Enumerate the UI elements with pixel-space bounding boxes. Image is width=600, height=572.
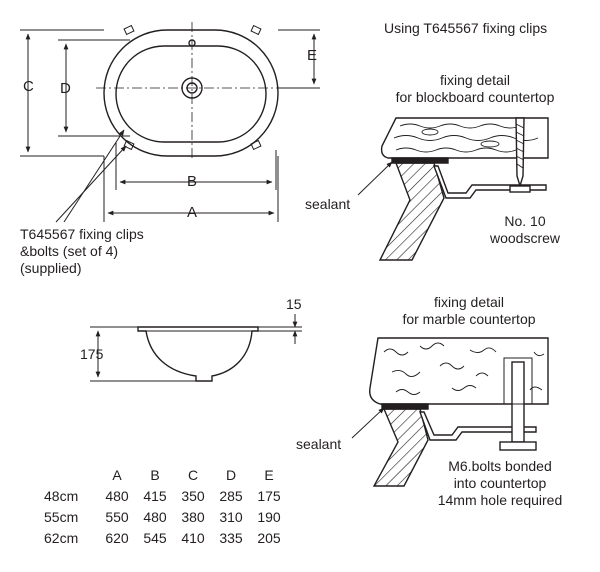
marble-basin-wall xyxy=(372,408,429,487)
blockboard-title-line-2: for blockboard countertop xyxy=(395,89,555,105)
table-cell: 480 xyxy=(105,487,129,504)
m6-bolt-nut xyxy=(499,441,537,451)
m6-bolt-shaft xyxy=(511,361,525,443)
table-cell: 380 xyxy=(181,508,205,525)
table-cell: 190 xyxy=(257,508,281,525)
marble-sealant-strip xyxy=(381,403,429,410)
marble-title-line-2: for marble countertop xyxy=(402,311,536,327)
header-note: Using T645567 fixing clips xyxy=(384,20,548,36)
column-header-c: C xyxy=(187,466,199,483)
basin-bowl-outline xyxy=(115,45,267,143)
dim-height-lines xyxy=(90,326,196,382)
marble-countertop xyxy=(369,337,549,405)
wood-grain xyxy=(393,123,539,153)
marble-title-line-1: fixing detail xyxy=(433,294,505,310)
blockboard-detail-drawing xyxy=(357,117,549,261)
column-header-a: A xyxy=(112,466,122,483)
woodscrew-label-line-1: No. 10 xyxy=(504,213,546,229)
table-cell: 545 xyxy=(143,529,167,546)
table-cell: 310 xyxy=(219,508,243,525)
blockboard-sealant-strip xyxy=(391,157,449,164)
fixing-clip-marks xyxy=(123,24,262,151)
m6-bolt-hole xyxy=(503,357,533,405)
m6-bolts-label-line-3: 14mm hole required xyxy=(437,492,563,508)
clip-leader-lines xyxy=(55,129,127,223)
woodscrew-label-line-2: woodscrew xyxy=(489,230,561,246)
dimensions-table: A B C D E 48cm 480 415 350 285 175 55cm … xyxy=(44,464,288,548)
table-cell: 335 xyxy=(219,529,243,546)
dim-c-lines xyxy=(20,29,104,157)
marble-fixing-clip xyxy=(419,411,537,441)
dim-rim-lines xyxy=(258,314,302,344)
table-row: 62cm 620 545 410 335 205 xyxy=(44,527,288,548)
dim-b-lines xyxy=(115,142,277,190)
table-cell: 175 xyxy=(257,487,281,504)
table-row: 48cm 480 415 350 285 175 xyxy=(44,485,288,506)
marble-sealant-leader xyxy=(351,407,385,439)
marble-veining xyxy=(383,342,545,395)
marble-detail-drawing xyxy=(351,337,549,487)
side-height-label: 175 xyxy=(80,346,104,362)
table-header-row: A B C D E xyxy=(44,464,288,485)
top-view xyxy=(20,22,320,223)
dim-e-lines xyxy=(278,29,320,89)
basin-rim-outline xyxy=(103,29,279,157)
dim-a-lines xyxy=(103,156,279,222)
dim-d-label: D xyxy=(60,80,71,97)
table-corner-cell xyxy=(44,464,98,485)
dim-d-lines xyxy=(58,39,130,137)
table-row: 55cm 550 480 380 310 190 xyxy=(44,506,288,527)
table-cell: 550 xyxy=(105,508,129,525)
side-view xyxy=(90,314,302,382)
dim-b-label: B xyxy=(187,173,198,190)
blockboard-basin-wall xyxy=(378,162,445,261)
table-cell: 415 xyxy=(143,487,167,504)
row-size-label: 55cm xyxy=(44,508,79,525)
basin-side-profile xyxy=(137,326,259,382)
table-cell: 285 xyxy=(219,487,243,504)
blockboard-fixing-clip xyxy=(432,165,547,199)
row-size-label: 62cm xyxy=(44,529,79,546)
table-cell: 620 xyxy=(105,529,129,546)
clips-label-line-2: &bolts (set of 4) xyxy=(20,243,119,259)
table-cell: 410 xyxy=(181,529,205,546)
row-size-label: 48cm xyxy=(44,487,79,504)
dim-e-label: E xyxy=(307,47,318,64)
blockboard-sealant-label: sealant xyxy=(305,196,351,212)
marble-sealant-label: sealant xyxy=(296,436,342,452)
column-header-b: B xyxy=(150,466,160,483)
column-header-e: E xyxy=(264,466,274,483)
dim-c-label: C xyxy=(23,78,34,95)
table-cell: 350 xyxy=(181,487,205,504)
table-cell: 205 xyxy=(257,529,281,546)
side-rim-label: 15 xyxy=(286,296,302,312)
column-header-d: D xyxy=(225,466,237,483)
clips-label-line-3: (supplied) xyxy=(20,260,82,276)
blockboard-sealant-leader xyxy=(357,161,393,196)
woodscrew xyxy=(515,117,525,189)
dim-a-label: A xyxy=(187,204,198,221)
m6-bolts-label-line-2: into countertop xyxy=(453,475,547,491)
clips-label-line-1: T645567 fixing clips xyxy=(20,226,144,242)
blockboard-title-line-1: fixing detail xyxy=(439,72,511,88)
table-cell: 480 xyxy=(143,508,167,525)
m6-bolts-label-line-1: M6.bolts bonded xyxy=(448,458,552,474)
